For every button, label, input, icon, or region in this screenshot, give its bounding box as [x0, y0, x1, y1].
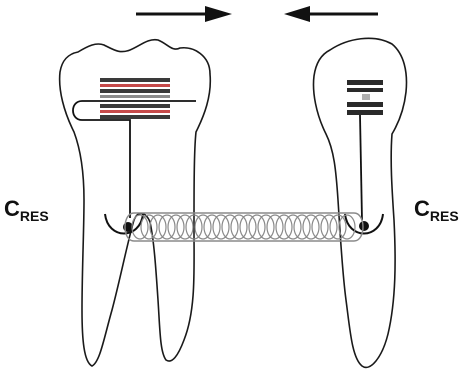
left-bracket-bar-4: [100, 95, 170, 98]
coil-loop: [258, 215, 274, 239]
coil-loop: [303, 215, 319, 239]
coil-loop: [285, 215, 301, 239]
left-bracket-bar-2: [100, 84, 170, 87]
right-bracket-bar-4: [347, 110, 383, 115]
arrow-left-icon: [284, 6, 378, 22]
coil-loop: [231, 215, 247, 239]
coil-loop: [195, 215, 211, 239]
right-bracket-bar-3: [347, 102, 383, 107]
coil-loop: [204, 215, 220, 239]
left-bracket-bar-5: [100, 104, 170, 108]
coil-loop: [213, 215, 229, 239]
right-bracket-bar-1: [347, 80, 383, 85]
left-bracket-bar-1: [100, 78, 170, 82]
left-tooth: [60, 40, 211, 366]
right-cres-label: CRES: [414, 196, 459, 224]
coil-loop: [222, 215, 238, 239]
coil-loop: [321, 215, 337, 239]
right-bracket-slot: [362, 94, 370, 100]
coil-loop: [294, 215, 310, 239]
coil-loop: [312, 215, 328, 239]
coil-loop: [132, 215, 148, 239]
left-bracket-bar-7: [100, 115, 170, 119]
left-tooth-outline: [60, 40, 211, 366]
right-cres-point: [359, 221, 369, 231]
left-bracket-bar-6: [100, 110, 170, 113]
coil-loop: [249, 215, 265, 239]
left-cres-label: CRES: [4, 196, 49, 224]
right-tooth: [314, 38, 407, 367]
arrow-right-icon: [136, 6, 232, 22]
right-bracket-bar-2: [347, 88, 383, 92]
left-bracket-bar-3: [100, 89, 170, 93]
right-tooth-outline: [314, 38, 407, 367]
coil-loop: [240, 215, 256, 239]
coil-loop: [267, 215, 283, 239]
coil-loop: [276, 215, 292, 239]
